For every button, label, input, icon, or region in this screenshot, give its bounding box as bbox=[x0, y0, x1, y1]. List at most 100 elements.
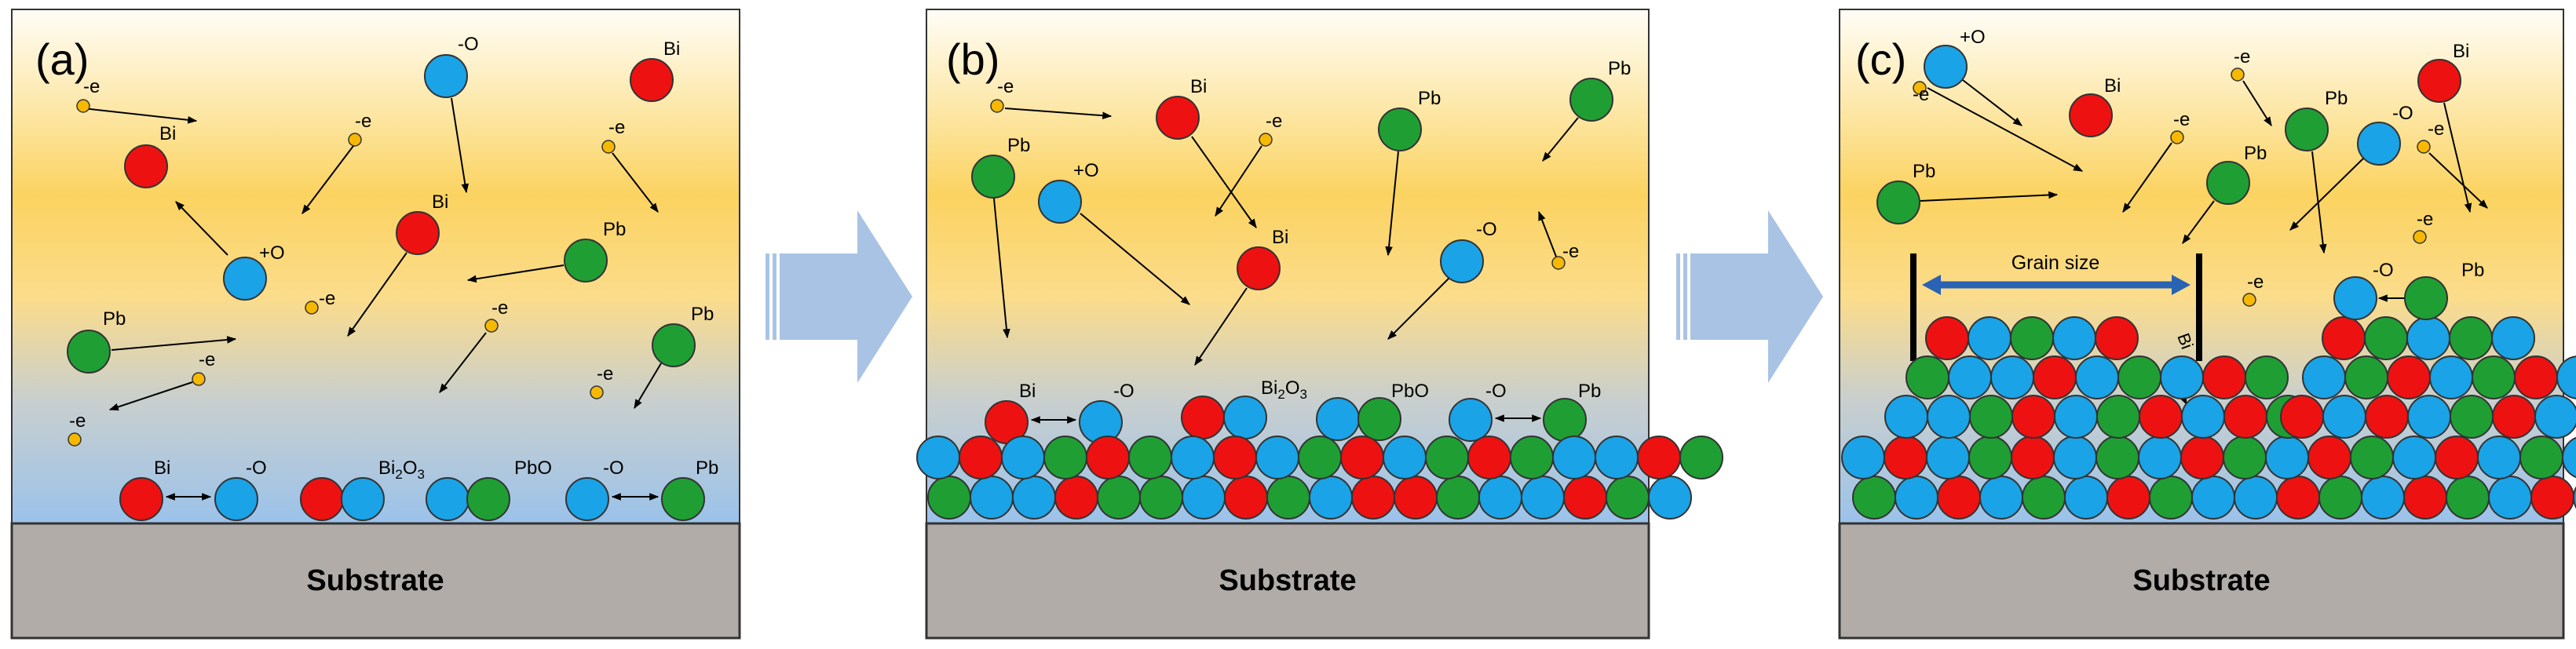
pb-atom bbox=[1852, 476, 1896, 520]
bi-atom bbox=[2307, 436, 2351, 479]
trajectory-arrow bbox=[175, 201, 228, 256]
o-atom bbox=[2491, 316, 2535, 360]
pb-atom bbox=[2010, 316, 2054, 360]
bi-atom bbox=[2033, 355, 2077, 399]
electron bbox=[2170, 130, 2184, 144]
pbo-label: PbO bbox=[514, 458, 552, 479]
grain-boundary-bar bbox=[2196, 253, 2202, 361]
panel-label: (b) bbox=[946, 35, 999, 84]
pb-label: Pb bbox=[1608, 58, 1631, 79]
o-atom bbox=[2556, 355, 2576, 399]
film-layer bbox=[1841, 276, 2576, 520]
bi-atom bbox=[2514, 355, 2558, 399]
o-atom bbox=[1884, 395, 1928, 439]
o-atom bbox=[1648, 476, 1692, 520]
trajectory-arrow bbox=[1542, 117, 1579, 162]
pb-label: Pb bbox=[1578, 381, 1601, 402]
pb-atom bbox=[2350, 436, 2394, 479]
trajectory-arrow bbox=[439, 332, 487, 393]
pb-atom bbox=[1357, 397, 1401, 441]
bi-label: Bi bbox=[663, 38, 680, 60]
bi-atom bbox=[2365, 395, 2409, 439]
trajectory-arrow bbox=[1194, 287, 1248, 366]
electron bbox=[1259, 133, 1273, 147]
o-atom bbox=[341, 477, 385, 521]
bi-atom bbox=[1637, 436, 1681, 479]
o-atom bbox=[2406, 316, 2450, 360]
o-gain-label: +O bbox=[259, 242, 285, 264]
trajectory-arrow bbox=[1215, 145, 1262, 217]
pb-atom bbox=[2472, 355, 2516, 399]
electron-label: -e bbox=[2428, 118, 2444, 140]
bi-atom bbox=[2492, 395, 2536, 439]
bi-atom bbox=[2276, 476, 2320, 520]
pb-atom bbox=[2022, 476, 2066, 520]
pb-atom bbox=[927, 476, 971, 520]
pb-atom bbox=[1425, 436, 1469, 479]
o-atom bbox=[1478, 476, 1522, 520]
pb-atom bbox=[2096, 395, 2140, 439]
o-loss-label: -O bbox=[2392, 103, 2413, 124]
o-atom bbox=[1990, 355, 2034, 399]
o-atom bbox=[1552, 436, 1596, 479]
electron bbox=[2417, 140, 2431, 154]
trajectory-arrow bbox=[108, 381, 193, 411]
o-atom bbox=[916, 436, 960, 479]
panel-a: Substrate (a) -e Bi -O Bi -e -e +O Bi Pb… bbox=[10, 9, 741, 640]
electron bbox=[2231, 67, 2245, 82]
electron-label: -e bbox=[69, 410, 86, 432]
bi2o3-label: Bi2O3 bbox=[1261, 377, 1307, 402]
trajectory-arrow bbox=[612, 152, 659, 213]
bi-atom bbox=[2322, 316, 2366, 360]
bi-label: Bi bbox=[1019, 381, 1036, 402]
pb-label: Pb bbox=[1418, 88, 1441, 109]
pb-atom bbox=[1266, 476, 1310, 520]
o-atom bbox=[2138, 436, 2182, 479]
o-atom bbox=[2477, 436, 2521, 479]
o-atom bbox=[1223, 396, 1267, 439]
bi2o3-label: Bi2O3 bbox=[378, 458, 425, 482]
electron bbox=[305, 301, 319, 315]
bi-atom bbox=[1181, 396, 1225, 439]
pb-label: Pb bbox=[2244, 143, 2267, 164]
o-atom bbox=[1924, 45, 1968, 89]
pb-atom bbox=[1378, 108, 1422, 151]
o-loss-label: -O bbox=[1113, 381, 1135, 402]
trajectory-arrow bbox=[111, 336, 237, 351]
bi-atom bbox=[1563, 476, 1607, 520]
bi-atom bbox=[2139, 395, 2183, 439]
electron bbox=[192, 372, 206, 386]
o-atom bbox=[1001, 436, 1045, 479]
o-atom bbox=[1895, 476, 1938, 520]
o-atom bbox=[1182, 476, 1226, 520]
trajectory-arrow bbox=[2289, 158, 2364, 231]
panel-b: Substrate (b) -e Bi -e Pb Pb Pb +O Bi -O… bbox=[916, 9, 1723, 640]
pb-atom bbox=[1679, 436, 1723, 479]
o-atom bbox=[2322, 395, 2366, 439]
trajectory-arrow bbox=[993, 198, 1010, 339]
bi-atom bbox=[2223, 395, 2267, 439]
pb-atom bbox=[2223, 436, 2267, 479]
o-atom bbox=[1595, 436, 1639, 479]
o-atom bbox=[2052, 316, 2096, 360]
o-loss-label: -O bbox=[1476, 219, 1497, 240]
o-atom bbox=[214, 477, 258, 521]
pb-label: Pb bbox=[691, 304, 714, 325]
bi-label: Bi bbox=[2104, 75, 2121, 97]
o-atom bbox=[2265, 436, 2309, 479]
pb-atom bbox=[67, 330, 111, 374]
electron bbox=[1913, 81, 1927, 95]
trajectory-arrow bbox=[1080, 213, 1190, 305]
electron-label: -e bbox=[1562, 241, 1579, 262]
pb-atom bbox=[564, 239, 608, 283]
substrate-label: Substrate bbox=[1219, 564, 1356, 597]
o-atom bbox=[1440, 239, 1484, 283]
o-atom bbox=[2573, 486, 2576, 509]
pb-atom bbox=[1436, 476, 1480, 520]
chamber-background bbox=[11, 9, 740, 524]
bi-atom bbox=[2011, 395, 2055, 439]
o-atom bbox=[1012, 476, 1056, 520]
o-atom bbox=[2361, 476, 2405, 520]
pb-atom bbox=[2449, 316, 2493, 360]
bi-atom bbox=[959, 436, 1003, 479]
